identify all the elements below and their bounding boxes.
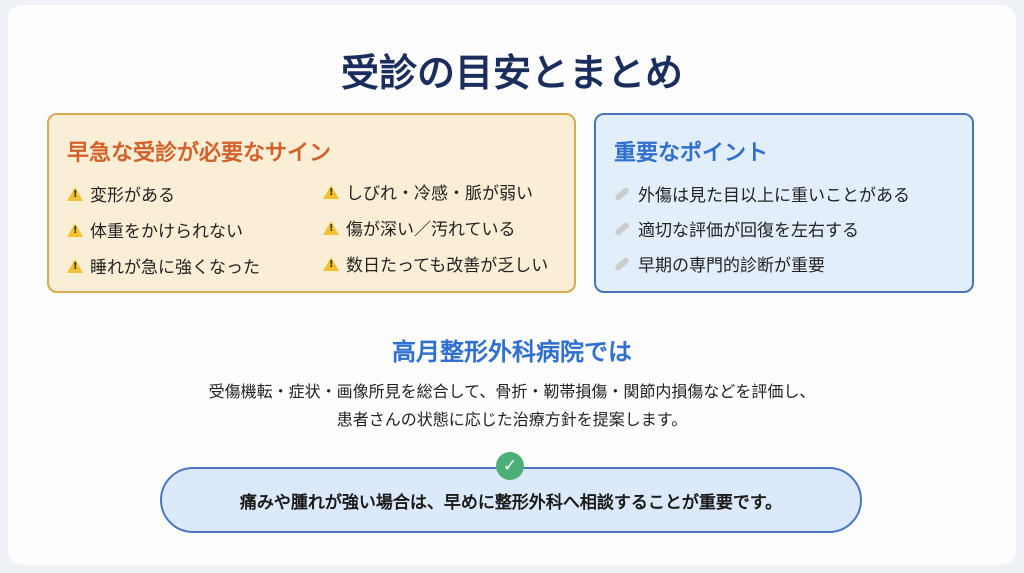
hospital-heading: 高月整形外科病院では [392,338,632,366]
warning-icon [323,256,339,271]
list-item: 傷が深い／汚れている [323,215,516,240]
list-item: しびれ・冷感・脈が弱い [323,179,533,204]
list-item: 早期の専門的診断が重要 [613,251,825,276]
list-item: 外傷は見た目以上に重いことがある [613,181,910,206]
list-item: 変形がある [67,181,175,206]
conclusion-text: 痛みや腫れが強い場合は、早めに整形外科へ相談することが重要です。 [239,492,783,513]
hospital-text-line: 患者さんの状態に応じた治療方針を提案します。 [336,410,688,429]
list-item: 体重をかけられない [67,217,243,242]
bandage-icon [613,256,631,271]
urgent-signs-box: 早急な受診が必要なサイン 変形がある 体重をかけられない 睡れが急に強くなった … [47,113,576,293]
page-title: 受診の目安とまとめ [340,51,683,95]
bandage-icon [613,186,631,201]
key-points-heading: 重要なポイント [614,141,769,166]
warning-icon [67,258,83,273]
bandage-icon [613,221,631,236]
hospital-text-line: 受傷機転・症状・画像所見を総合して、骨折・靭帯損傷・関節内損傷などを評価し、 [208,382,816,401]
list-item: 適切な評価が回復を左右する [613,216,859,241]
list-item: 数日たっても改善が乏しい [323,251,548,276]
urgent-signs-heading: 早急な受診が必要なサイン [67,141,332,166]
warning-icon [67,186,83,201]
warning-icon [67,222,83,237]
warning-icon [323,220,339,235]
list-item: 睡れが急に強くなった [67,253,260,278]
check-icon: ✓ [496,452,524,480]
warning-icon [323,184,339,199]
key-points-box: 重要なポイント 外傷は見た目以上に重いことがある 適切な評価が回復を左右する 早… [594,113,974,293]
